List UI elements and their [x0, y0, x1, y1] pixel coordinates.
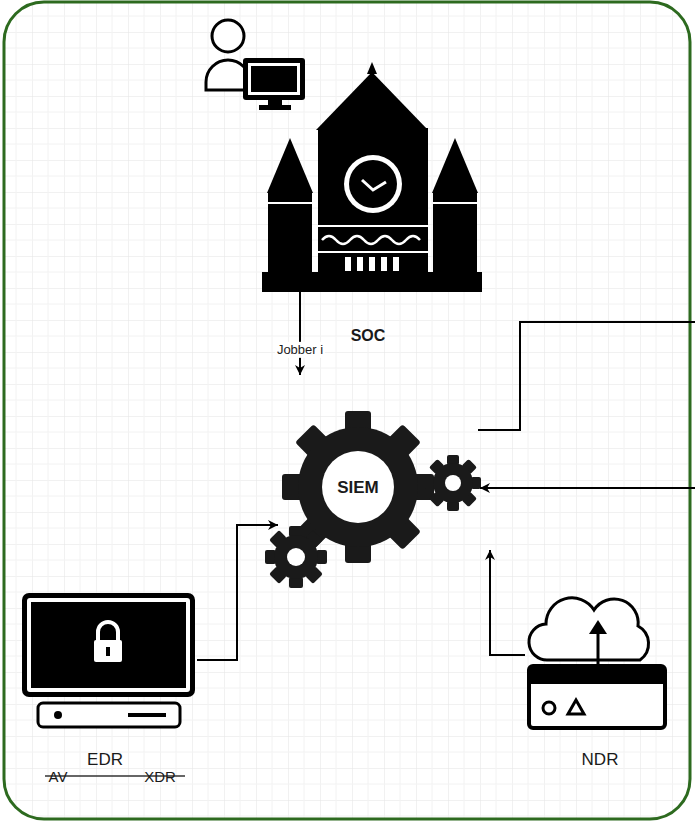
connector-arrow	[490, 550, 525, 655]
node-label: SOC	[351, 327, 386, 345]
gear-icon	[265, 411, 481, 588]
user-icon	[206, 20, 305, 110]
connector-arrow	[197, 525, 278, 660]
ndr-sensor: NDR	[525, 595, 668, 730]
zone-border	[4, 2, 690, 819]
edge-label: Jobber i	[275, 342, 325, 358]
incoming-line	[478, 322, 695, 430]
incoming-arrow	[480, 487, 695, 489]
node-label: EDR	[87, 751, 123, 770]
connector-arrow	[299, 292, 301, 375]
struck-label: XDR	[144, 769, 176, 786]
network-sensor-icon	[529, 598, 665, 728]
computer-icon	[22, 593, 195, 727]
struck-label: AV	[49, 769, 68, 786]
node-label: SIEM	[337, 479, 379, 498]
siem-engine: SIEM	[278, 375, 493, 550]
node-label: NDR	[582, 751, 619, 770]
building-icon	[262, 62, 482, 292]
edr-endpoint: EDRAVXDR	[20, 590, 197, 730]
soc-building: SOC	[262, 68, 482, 292]
